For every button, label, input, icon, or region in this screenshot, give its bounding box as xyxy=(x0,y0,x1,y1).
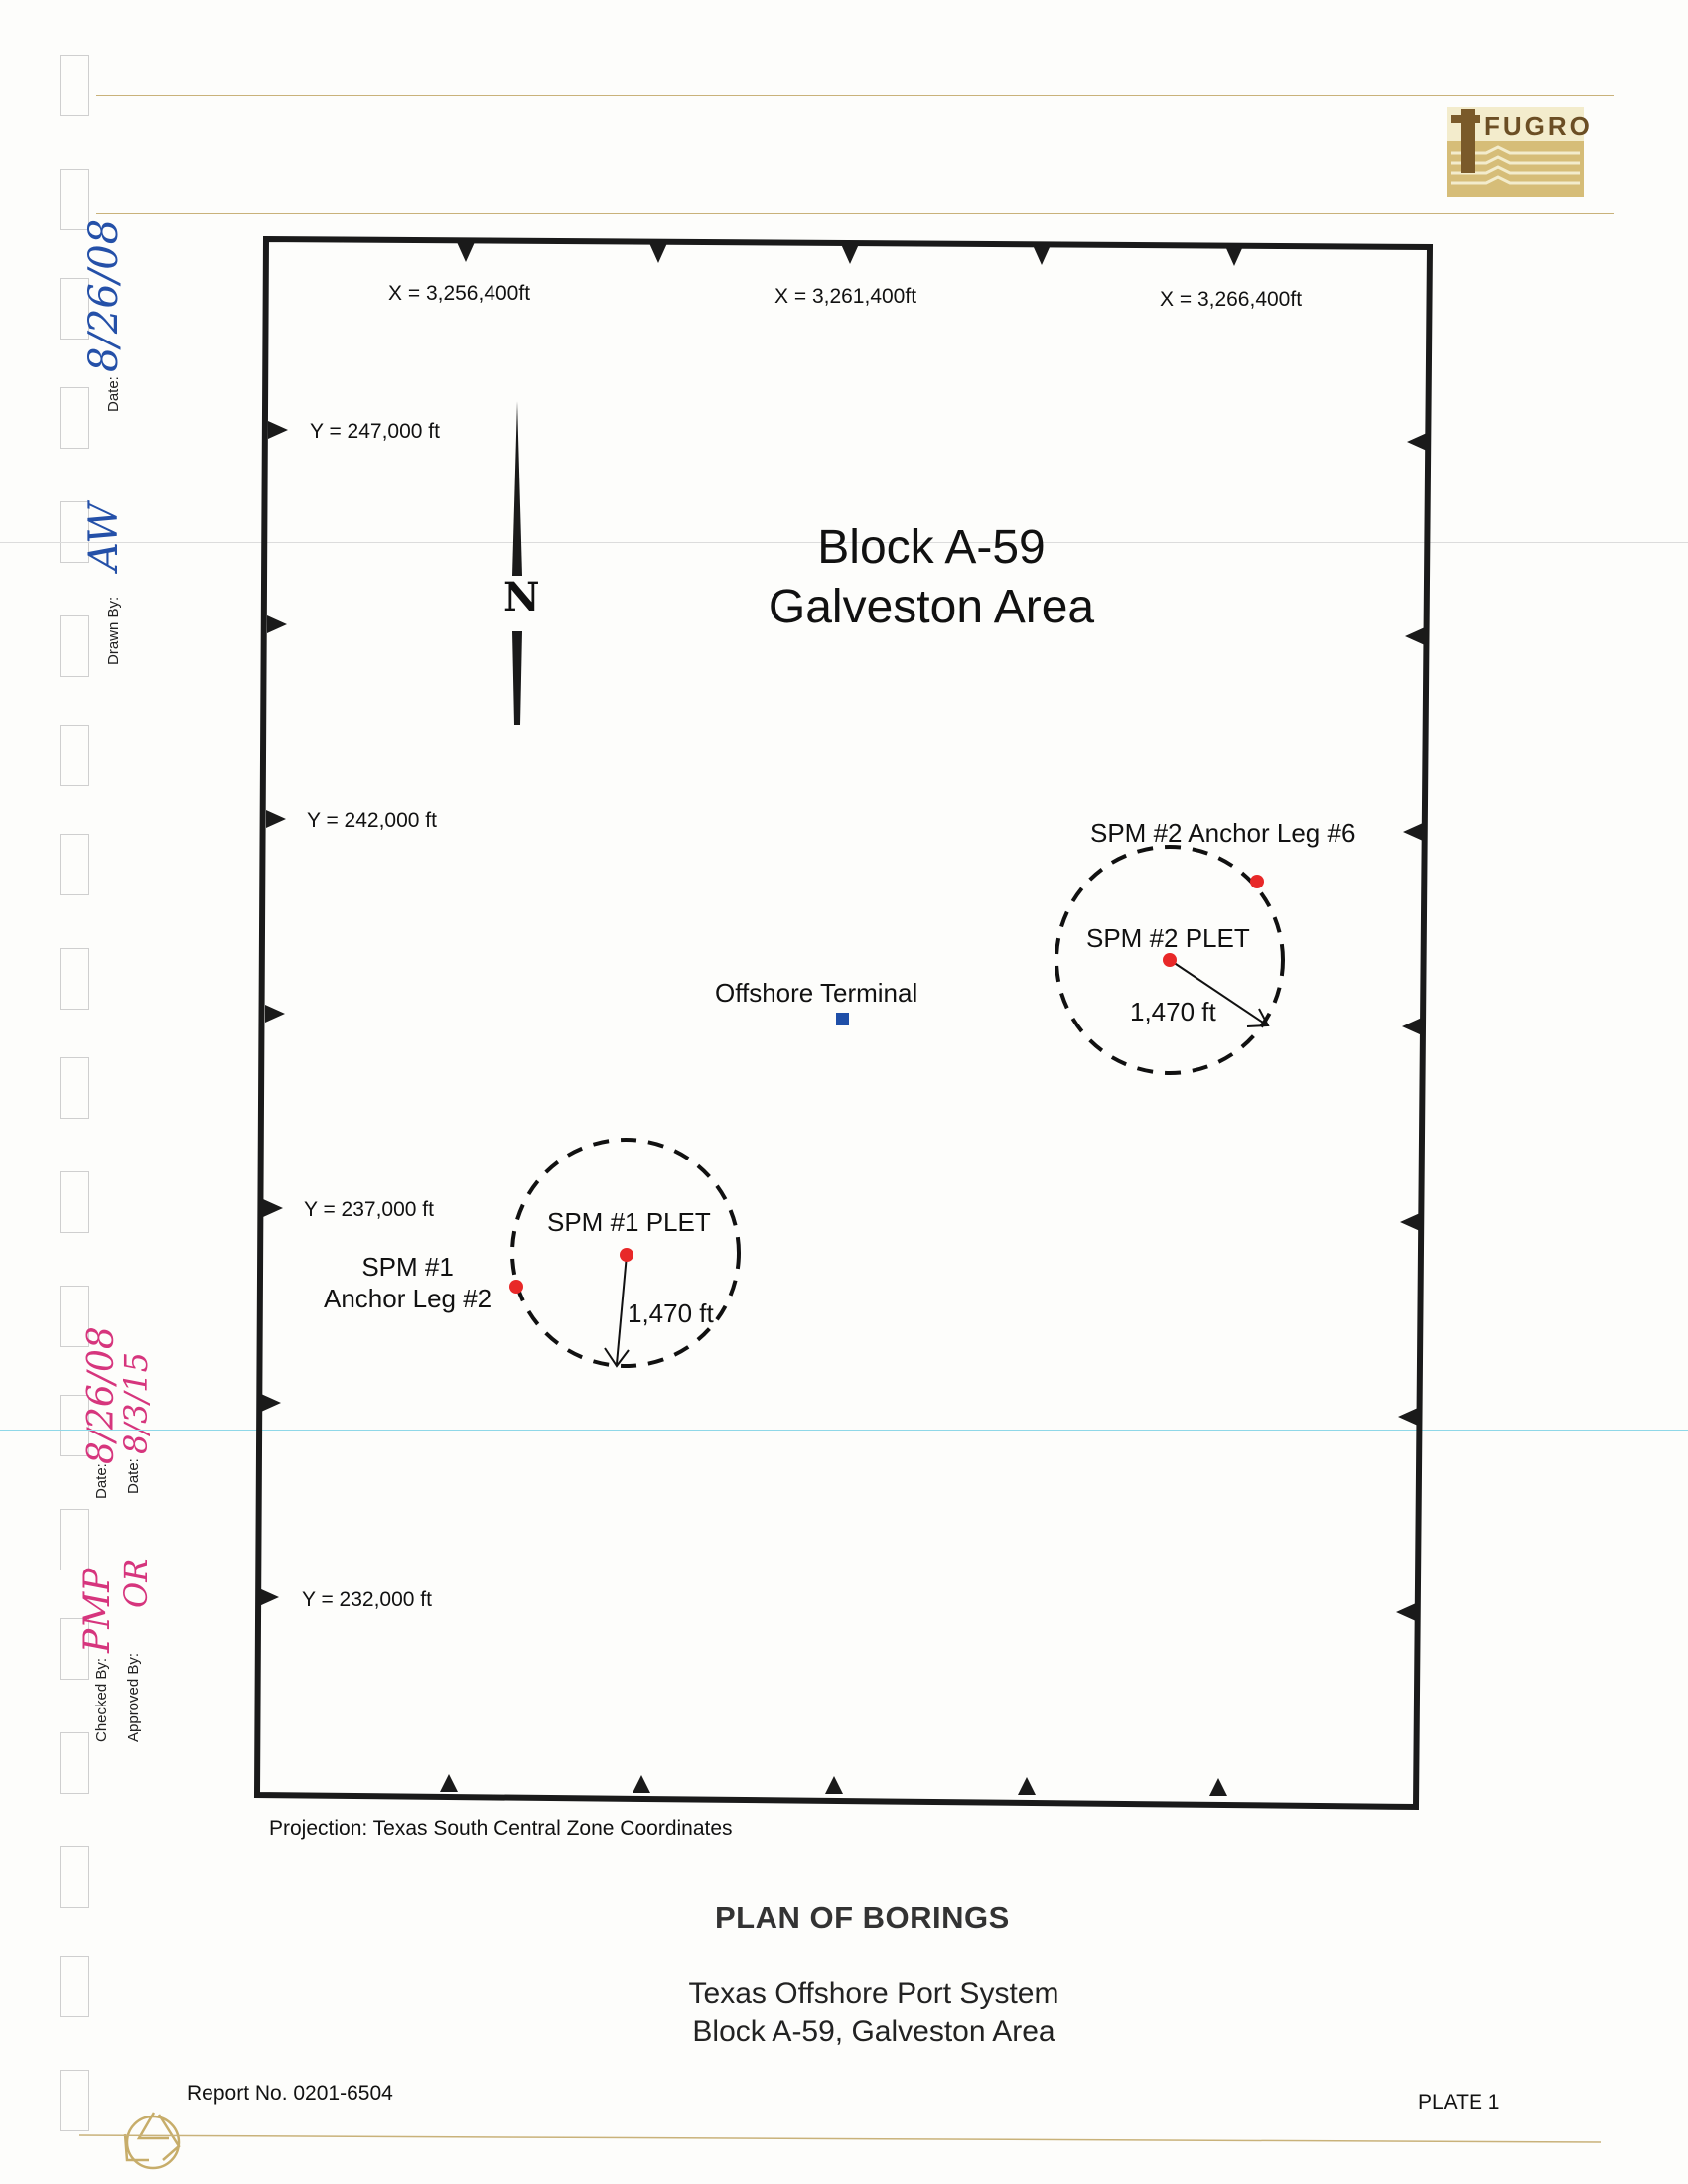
side-box xyxy=(60,1618,89,1680)
fugro-logo-text: FUGRO xyxy=(1484,111,1593,141)
side-box xyxy=(60,1846,89,1908)
recycle-icon xyxy=(123,2112,181,2170)
spm2-plet-point xyxy=(1163,953,1177,967)
side-box xyxy=(60,55,89,116)
drawing-subtitle-line1: Texas Offshore Port System xyxy=(688,1978,1059,2010)
side-box xyxy=(60,834,89,895)
spm1-radius-label: 1,470 ft xyxy=(628,1298,714,1328)
y-coord-label: Y = 232,000 ft xyxy=(302,1588,432,1611)
offshore-terminal-marker xyxy=(836,1013,849,1025)
side-box xyxy=(60,1732,89,1794)
side-box xyxy=(60,1057,89,1119)
fugro-logo: FUGRO xyxy=(1447,107,1590,197)
spm2-radius-label: 1,470 ft xyxy=(1130,997,1216,1026)
y-coord-label: Y = 247,000 ft xyxy=(310,420,440,443)
side-box xyxy=(60,169,89,230)
side-box xyxy=(60,1395,89,1456)
scan-line-cyan xyxy=(0,1430,1688,1431)
spm1-anchor-line1: SPM #1 xyxy=(361,1252,454,1282)
scan-line-gray xyxy=(0,542,1688,543)
spm2-anchor-label: SPM #2 Anchor Leg #6 xyxy=(1090,818,1356,848)
projection-note: Projection: Texas South Central Zone Coo… xyxy=(269,1817,733,1840)
block-title: Block A-59 Galveston Area xyxy=(703,518,1160,637)
side-box xyxy=(60,725,89,786)
spm1-arrow-head xyxy=(604,1347,630,1368)
spm2-plet-label: SPM #2 PLET xyxy=(1086,923,1250,953)
block-title-line1: Block A-59 xyxy=(817,521,1046,574)
side-box xyxy=(60,948,89,1010)
x-coord-label: X = 3,256,400ft xyxy=(388,282,531,305)
spm2-anchor-point xyxy=(1250,875,1264,888)
top-ticks xyxy=(457,242,1243,266)
spm1-plet-label: SPM #1 PLET xyxy=(547,1207,711,1237)
spm1-plet-point xyxy=(620,1248,633,1262)
drawing-subtitle-line2: Block A-59, Galveston Area xyxy=(692,2015,1055,2048)
bottom-ticks xyxy=(440,1774,1227,1796)
report-number: Report No. 0201-6504 xyxy=(187,2082,393,2105)
spm1-radius-arrow xyxy=(616,1254,628,1365)
side-box xyxy=(60,387,89,449)
drawing-subtitle: Texas Offshore Port System Block A-59, G… xyxy=(626,1976,1122,2051)
side-box xyxy=(60,1171,89,1233)
header-rule-top xyxy=(96,95,1614,96)
side-box xyxy=(60,501,89,563)
side-box xyxy=(60,278,89,340)
spm1-anchor-line2: Anchor Leg #2 xyxy=(324,1284,492,1313)
north-label: N xyxy=(503,574,540,620)
x-coord-label: X = 3,266,400ft xyxy=(1160,288,1303,311)
side-box xyxy=(60,2070,89,2131)
spm1-anchor-label: SPM #1 Anchor Leg #2 xyxy=(324,1251,492,1314)
side-box xyxy=(60,1956,89,2017)
block-title-line2: Galveston Area xyxy=(768,581,1095,633)
drawing-title: PLAN OF BORINGS xyxy=(715,1900,1010,1935)
side-box xyxy=(60,1286,89,1347)
side-box xyxy=(60,1509,89,1570)
spm2-radius-circle xyxy=(1055,845,1285,1075)
north-arrow-icon xyxy=(512,401,522,725)
map-frame xyxy=(253,235,1434,1811)
header-rule-bottom xyxy=(96,213,1614,214)
y-coord-label: Y = 242,000 ft xyxy=(307,809,437,832)
spm2-arrow-head xyxy=(1246,1008,1270,1027)
side-box xyxy=(60,615,89,677)
spm2-radius-arrow xyxy=(1169,959,1267,1025)
plate-number: PLATE 1 xyxy=(1418,2091,1500,2114)
spm1-anchor-point xyxy=(509,1280,523,1294)
offshore-terminal-label: Offshore Terminal xyxy=(715,978,918,1008)
footer-rule xyxy=(78,2134,1602,2143)
fugro-logo-icon xyxy=(1447,107,1584,197)
left-ticks xyxy=(259,421,288,1606)
y-coord-label: Y = 237,000 ft xyxy=(304,1198,434,1221)
spm1-radius-circle xyxy=(510,1138,741,1368)
x-coord-label: X = 3,261,400ft xyxy=(774,285,917,308)
right-ticks xyxy=(1396,433,1427,1621)
